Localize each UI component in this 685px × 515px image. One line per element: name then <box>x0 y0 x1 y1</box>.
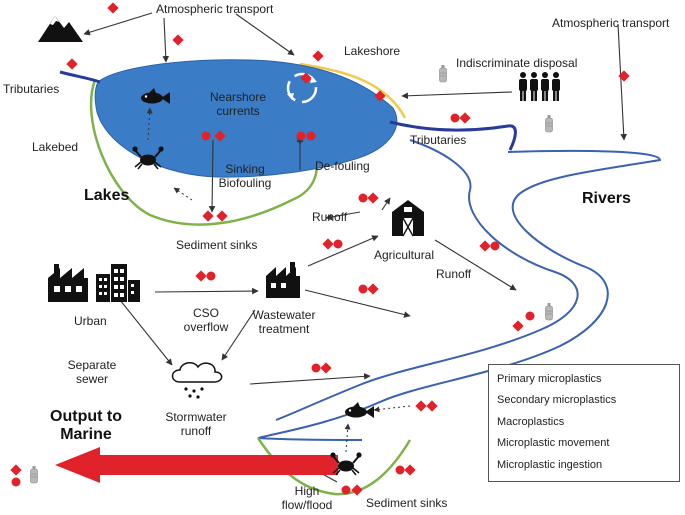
people-icon <box>519 72 560 101</box>
wastewater-line-1: Wastewater <box>252 308 316 322</box>
label-sinking-biofouling: Sinking Biofouling <box>212 162 278 190</box>
label-tributaries-right: Tributaries <box>410 133 467 147</box>
output-to-marine-arrow <box>55 447 338 483</box>
label-sediment-sinks-river: Sediment sinks <box>366 496 448 510</box>
label-separate-sewer: Separate sewer <box>60 358 124 386</box>
mountain-icon <box>38 16 83 42</box>
circular-currents-icon <box>286 72 318 104</box>
label-wastewater-treatment: Wastewater treatment <box>244 308 324 336</box>
rain-cloud-icon <box>171 362 223 399</box>
sinking-line: Sinking <box>225 162 265 176</box>
label-output-to-marine: Output to Marine <box>36 408 136 444</box>
buildings-icon <box>96 264 140 302</box>
label-runoff-right: Runoff <box>436 267 472 281</box>
label-defouling: De-fouling <box>315 159 370 173</box>
label-stormwater-runoff: Stormwater runoff <box>156 410 236 438</box>
high-flow-line-2: flow/flood <box>281 498 333 512</box>
tributary-left <box>59 70 101 84</box>
cso-line-2: overflow <box>183 320 229 334</box>
label-cso-overflow: CSO overflow <box>176 306 236 334</box>
label-rivers: Rivers <box>582 190 631 207</box>
movement-arrows <box>83 12 627 483</box>
label-urban: Urban <box>74 314 107 328</box>
ingestion-arrows <box>146 107 411 453</box>
wastewater-line-2: treatment <box>258 322 310 336</box>
label-agricultural: Agricultural <box>374 248 435 262</box>
separate-line-1: Separate <box>67 358 117 372</box>
label-runoff-upper: Runoff <box>312 210 348 224</box>
factory-icon-wastewater <box>266 262 300 298</box>
river-mouth-water <box>257 437 363 441</box>
nearshore-line-2: currents <box>216 104 260 118</box>
stormwater-line-2: runoff <box>180 424 212 438</box>
barn-icon <box>392 200 424 237</box>
lakebed-outline <box>89 79 318 226</box>
legend: Primary microplastics Secondary micropla… <box>488 364 680 482</box>
separate-line-2: sewer <box>75 372 108 386</box>
lakeshore-outline <box>299 62 407 119</box>
legend-movement: Microplastic movement <box>497 437 610 449</box>
label-nearshore-currents: Nearshore currents <box>200 90 276 118</box>
river-bank-lower <box>275 139 579 421</box>
legend-secondary: Secondary microplastics <box>497 394 617 406</box>
label-atmospheric-right: Atmospheric transport <box>552 16 670 30</box>
label-lakeshore: Lakeshore <box>344 44 401 58</box>
fish-icon-river <box>345 402 374 418</box>
output-line-1: Output to <box>50 408 122 425</box>
label-indiscriminate-disposal: Indiscriminate disposal <box>456 56 578 70</box>
label-lakes: Lakes <box>84 187 130 204</box>
output-line-2: Marine <box>60 426 112 443</box>
label-atmospheric-top: Atmospheric transport <box>156 2 274 16</box>
legend-ingestion: Microplastic ingestion <box>497 459 603 471</box>
legend-macro: Macroplastics <box>497 416 565 428</box>
label-lakebed: Lakebed <box>32 140 79 154</box>
label-high-flow-flood: High flow/flood <box>272 484 342 512</box>
nearshore-line-1: Nearshore <box>209 90 267 104</box>
cso-line-1: CSO <box>192 306 219 320</box>
river-bank-upper <box>257 149 662 439</box>
legend-primary: Primary microplastics <box>497 373 602 385</box>
stormwater-line-1: Stormwater <box>165 410 227 424</box>
factory-icon-urban <box>48 264 88 302</box>
lake-water <box>94 59 398 178</box>
tributary-right <box>389 120 517 151</box>
high-flow-line-1: High <box>294 484 320 498</box>
label-sediment-sinks-lake: Sediment sinks <box>176 238 258 252</box>
label-tributaries-left: Tributaries <box>3 82 60 96</box>
biofouling-line: Biofouling <box>218 176 272 190</box>
